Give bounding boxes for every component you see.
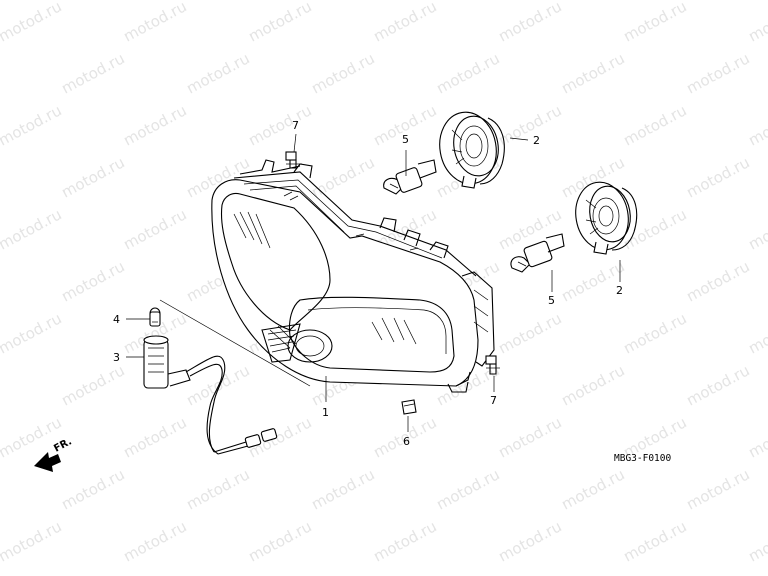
watermark-text: motod.ru	[495, 101, 564, 149]
watermark-text: motod.ru	[370, 0, 439, 46]
watermark-text: motod.ru	[433, 49, 502, 97]
watermark-text: motod.ru	[620, 517, 689, 565]
callout-7-lower: 7	[490, 394, 497, 407]
callout-5-lower: 5	[548, 294, 555, 307]
headlight-bulb-upper[interactable]	[383, 159, 437, 195]
callout-6: 6	[403, 435, 410, 448]
position-bulb[interactable]	[149, 307, 161, 327]
watermark-text: motod.ru	[745, 101, 768, 149]
watermark-text: motod.ru	[0, 517, 65, 565]
watermark-text: motod.ru	[245, 101, 314, 149]
watermark-text: motod.ru	[183, 361, 252, 409]
callout-4: 4	[113, 313, 120, 326]
watermark-text: motod.ru	[495, 0, 564, 46]
watermark-text: motod.ru	[0, 49, 3, 97]
watermark-text: motod.ru	[0, 257, 3, 305]
watermark-text: motod.ru	[620, 0, 689, 46]
watermark-text: motod.ru	[620, 205, 689, 253]
dust-cover-lower[interactable]	[570, 178, 638, 255]
watermark-text: motod.ru	[0, 361, 3, 409]
watermark-text: motod.ru	[683, 257, 752, 305]
watermark-text: motod.ru	[620, 101, 689, 149]
headlight-bulb-lower[interactable]	[510, 233, 565, 273]
watermark-text: motod.ru	[495, 309, 564, 357]
watermark-text: motod.ru	[745, 205, 768, 253]
watermark-text: motod.ru	[245, 517, 314, 565]
socket-wire-assembly[interactable]	[143, 335, 278, 455]
watermark-text: motod.ru	[308, 153, 377, 201]
callout-7-upper: 7	[292, 119, 299, 132]
watermark-text: motod.ru	[58, 257, 127, 305]
watermark-text: motod.ru	[0, 153, 3, 201]
watermark-text: motod.ru	[495, 517, 564, 565]
watermark-text: motod.ru	[683, 49, 752, 97]
watermark-text: motod.ru	[558, 49, 627, 97]
watermark-text: motod.ru	[745, 309, 768, 357]
watermark-text: motod.ru	[245, 0, 314, 46]
watermark-text: motod.ru	[0, 205, 65, 253]
direction-label: FR.	[52, 436, 74, 454]
watermark-text: motod.ru	[58, 49, 127, 97]
watermark-text: motod.ru	[0, 101, 65, 149]
watermark-text: motod.ru	[58, 361, 127, 409]
mounting-bolt-lower[interactable]	[485, 355, 500, 375]
watermark-text: motod.ru	[120, 413, 189, 461]
watermark-text: motod.ru	[495, 413, 564, 461]
callout-2-upper: 2	[533, 134, 540, 147]
watermark-text: motod.ru	[183, 49, 252, 97]
watermark-text: motod.ru	[58, 153, 127, 201]
watermark-text: motod.ru	[745, 0, 768, 46]
leader-lines	[126, 133, 621, 432]
watermark-text: motod.ru	[120, 101, 189, 149]
watermark-text: motod.ru	[120, 0, 189, 46]
watermark-text: motod.ru	[683, 465, 752, 513]
watermark-text: motod.ru	[308, 49, 377, 97]
watermark-text: motod.ru	[558, 465, 627, 513]
watermark-text: motod.ru	[0, 0, 65, 46]
watermark-text: motod.ru	[183, 465, 252, 513]
callout-1: 1	[322, 406, 329, 419]
watermark-text: motod.ru	[433, 465, 502, 513]
callout-3: 3	[113, 351, 120, 364]
dust-cover-upper[interactable]	[434, 108, 505, 189]
callout-5-upper: 5	[402, 133, 409, 146]
watermark-text: motod.ru	[0, 309, 65, 357]
diagram-code: MBG3-F0100	[614, 453, 671, 464]
watermark-text: motod.ru	[0, 465, 3, 513]
watermark-text: motod.ru	[308, 465, 377, 513]
watermark-text: motod.ru	[558, 361, 627, 409]
watermark-text: motod.ru	[120, 517, 189, 565]
watermark-text: motod.ru	[0, 413, 65, 461]
watermark-text: motod.ru	[683, 153, 752, 201]
watermark-text: motod.ru	[370, 517, 439, 565]
watermark-text: motod.ru	[558, 257, 627, 305]
front-arrow-icon	[34, 452, 61, 472]
watermark-text: motod.ru	[683, 361, 752, 409]
watermark-text: motod.ru	[745, 517, 768, 565]
watermark-text: motod.ru	[620, 309, 689, 357]
watermark-text: motod.ru	[745, 413, 768, 461]
callout-labels: 1 2 2 3 4 5 5 6 7 7	[113, 119, 623, 448]
callout-2-lower: 2	[616, 284, 623, 297]
mounting-bolt-upper[interactable]	[285, 151, 302, 169]
watermark-text: motod.ru	[58, 465, 127, 513]
headlight-assembly[interactable]	[211, 159, 495, 393]
watermark-text: motod.ru	[120, 205, 189, 253]
clip[interactable]	[401, 399, 417, 415]
